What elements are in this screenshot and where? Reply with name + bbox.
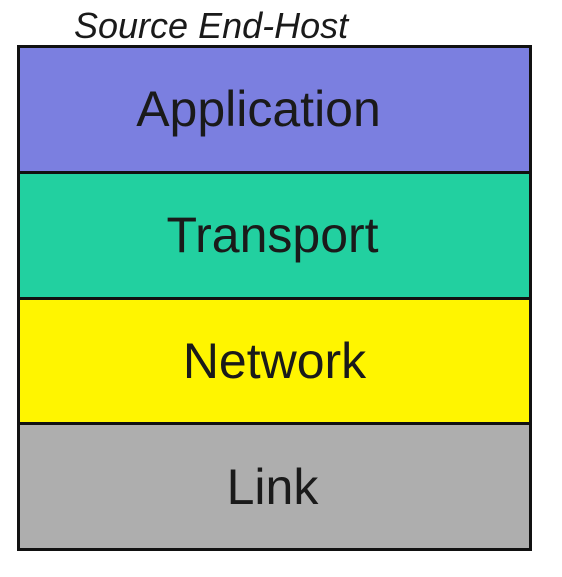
layer-label-link: Link: [226, 458, 319, 515]
layer-label-transport: Transport: [166, 207, 379, 264]
layer-label-network: Network: [182, 332, 367, 389]
layer-label-application: Application: [136, 81, 381, 138]
layer-network: Network: [20, 296, 529, 423]
layer-transport: Transport: [20, 170, 529, 297]
layer-link: Link: [20, 422, 529, 548]
diagram-title: Source End-Host: [74, 5, 349, 46]
protocol-stack: Application Transport Network Link: [17, 45, 532, 551]
layer-application: Application: [20, 48, 529, 171]
